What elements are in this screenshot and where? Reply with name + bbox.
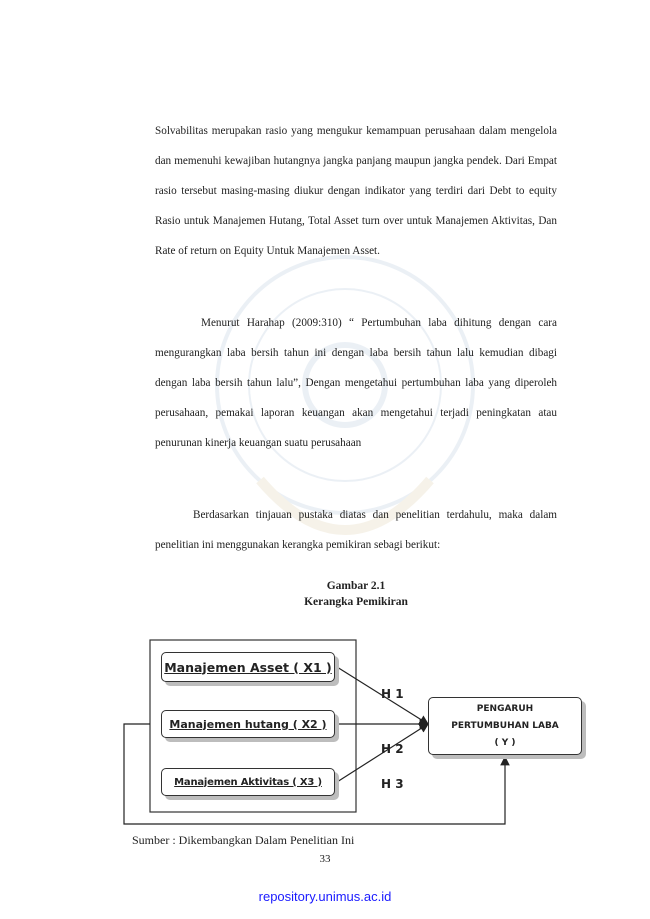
- page-number: 33: [319, 853, 331, 865]
- variable-x2-box: Manajemen hutang ( X2 ): [161, 710, 335, 738]
- figure-number: Gambar 2.1: [326, 580, 386, 592]
- y-line-2: PERTUMBUHAN LABA: [451, 720, 559, 731]
- y-line-3: ( Y ): [494, 737, 516, 748]
- variable-x1-box: Manajemen Asset ( X1 ): [161, 652, 335, 682]
- paragraph-solvabilitas: Solvabilitas merupakan rasio yang menguk…: [155, 125, 557, 257]
- figure-title: Kerangka Pemikiran: [304, 596, 408, 608]
- hypothesis-h1-label: H 1: [381, 687, 404, 701]
- paragraph-kerangka-intro: Berdasarkan tinjauan pustaka diatas dan …: [155, 509, 557, 551]
- hypothesis-h3-label: H 3: [381, 777, 404, 791]
- paragraph-harahap-quote: Menurut Harahap (2009:310) “ Pertumbuhan…: [155, 317, 557, 449]
- y-line-1: PENGARUH: [476, 703, 534, 714]
- h1-arrow: [336, 666, 430, 725]
- variable-y-box: PENGARUH PERTUMBUHAN LABA ( Y ): [428, 697, 582, 755]
- independent-variables-frame: [149, 639, 357, 813]
- hypothesis-h2-label: H 2: [381, 742, 404, 756]
- feedback-line: [123, 723, 510, 825]
- variable-x3-box: Manajemen Aktivitas ( X3 ): [161, 768, 335, 796]
- repository-link[interactable]: repository.unimus.ac.id: [258, 889, 392, 904]
- h3-arrow: [336, 723, 430, 783]
- figure-source: Sumber : Dikembangkan Dalam Penelitian I…: [132, 833, 355, 847]
